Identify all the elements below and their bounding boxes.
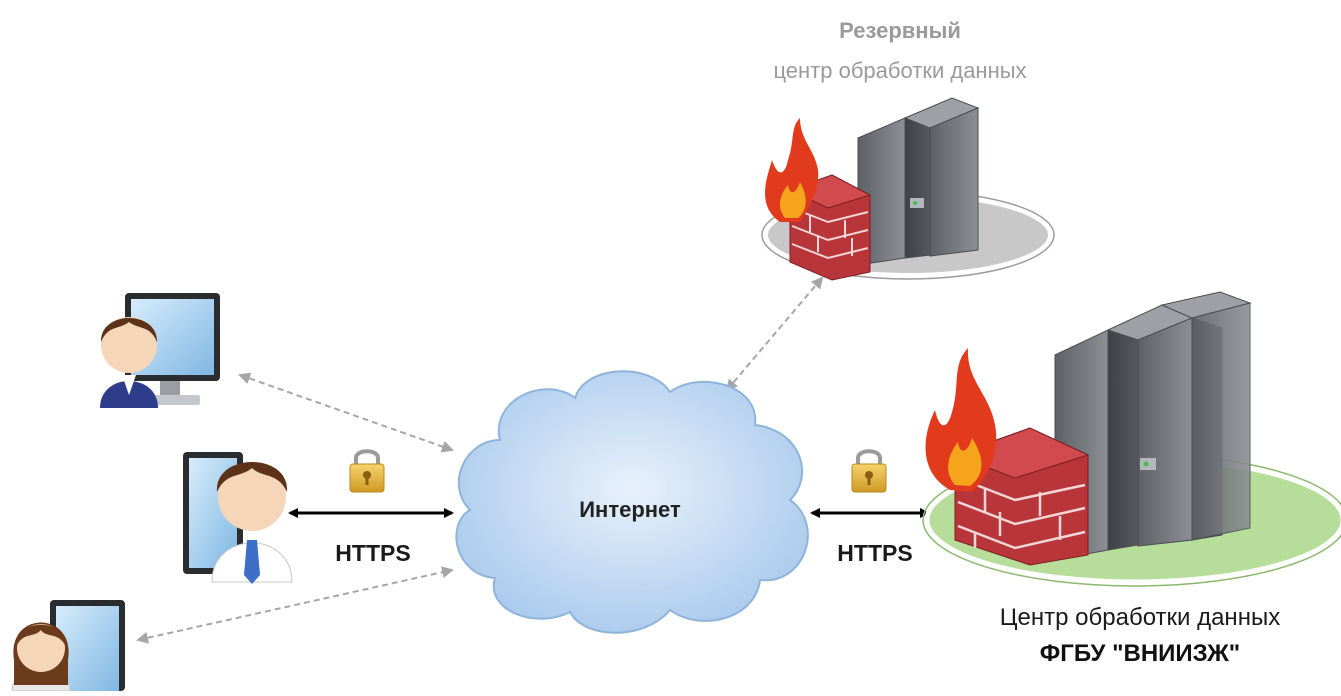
lock-icon-left	[349, 449, 385, 493]
main-data-center	[922, 291, 1341, 587]
backup-dc-title: Резервный	[839, 18, 961, 43]
dashed-arrow-backup-dc	[725, 276, 824, 392]
flame-icon	[925, 348, 997, 492]
dashed-arrow-user-bottom	[136, 566, 454, 644]
server-rack-icon	[1054, 291, 1252, 561]
dashed-arrow-user-top	[238, 372, 454, 453]
main-dc-subtitle: Центр обработки данных	[999, 604, 1281, 631]
main-dc-title: ФГБУ "ВНИИЗЖ"	[1039, 640, 1241, 667]
user-workstation-icon	[100, 293, 220, 408]
cloud-icon	[455, 370, 809, 634]
internet-label: Интернет	[579, 497, 681, 522]
user-workstation-icon	[11, 600, 125, 692]
lock-icon-right	[851, 449, 887, 493]
backup-data-center	[761, 97, 1055, 281]
flame-icon	[765, 118, 819, 222]
https-label-left: HTTPS	[335, 540, 411, 566]
user-workstation-icon	[183, 452, 293, 584]
backup-dc-subtitle: центр обработки данных	[773, 58, 1027, 83]
server-rack-icon	[857, 97, 980, 266]
https-label-right: HTTPS	[837, 540, 913, 566]
